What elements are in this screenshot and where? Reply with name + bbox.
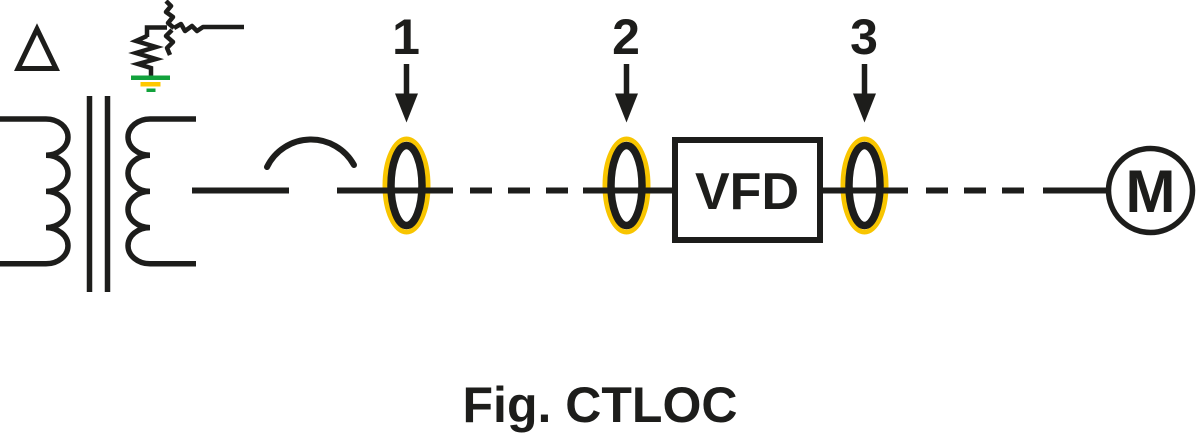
ground-bar-middle: [140, 82, 161, 87]
ct-ring-2: [602, 136, 651, 235]
motor-label: M: [1126, 158, 1176, 225]
ground-bar-top: [131, 75, 170, 80]
vfd-box: [672, 137, 823, 243]
transformer-symbol: [0, 0, 244, 292]
motor-symbol: M: [1105, 145, 1196, 236]
neutral-grounding-resistor: [128, 33, 165, 78]
breaker-arc: [264, 136, 357, 170]
ct-location-1: 1: [392, 9, 420, 123]
figure-caption: Fig. CTLOC: [463, 377, 738, 433]
ground-icon: [131, 75, 170, 92]
vfd-symbol: VFD: [672, 137, 823, 243]
ct-label-3: 3: [850, 9, 878, 65]
ct-ring-3: [840, 136, 889, 235]
wye-winding-down-squiggle: [163, 28, 176, 56]
motor-circle: [1105, 145, 1196, 236]
transformer-primary-winding: [0, 116, 71, 267]
ct-ring-black-band: [387, 141, 426, 230]
ct-label-1: 1: [392, 9, 420, 65]
feeder-line: [192, 136, 1110, 194]
neutral-lead: [144, 25, 167, 37]
down-arrow-icon: [615, 93, 638, 123]
vfd-label: VFD: [695, 163, 799, 221]
ct-ring-1: [382, 136, 431, 235]
ct-ring-black-band: [607, 141, 646, 230]
wye-grounding-group: [128, 0, 244, 92]
down-arrow-icon: [395, 93, 418, 123]
ct-location-2: 2: [612, 9, 640, 123]
ct-location-3: 3: [850, 9, 878, 123]
transformer-secondary-winding: [125, 116, 196, 267]
ct-label-2: 2: [612, 9, 640, 65]
ground-bar-bottom: [146, 88, 156, 92]
wye-winding-right-squiggle: [172, 21, 244, 34]
delta-icon: [14, 23, 60, 71]
wye-winding-up-squiggle: [163, 0, 176, 30]
down-arrow-icon: [853, 93, 876, 123]
ct-ring-black-band: [845, 141, 884, 230]
